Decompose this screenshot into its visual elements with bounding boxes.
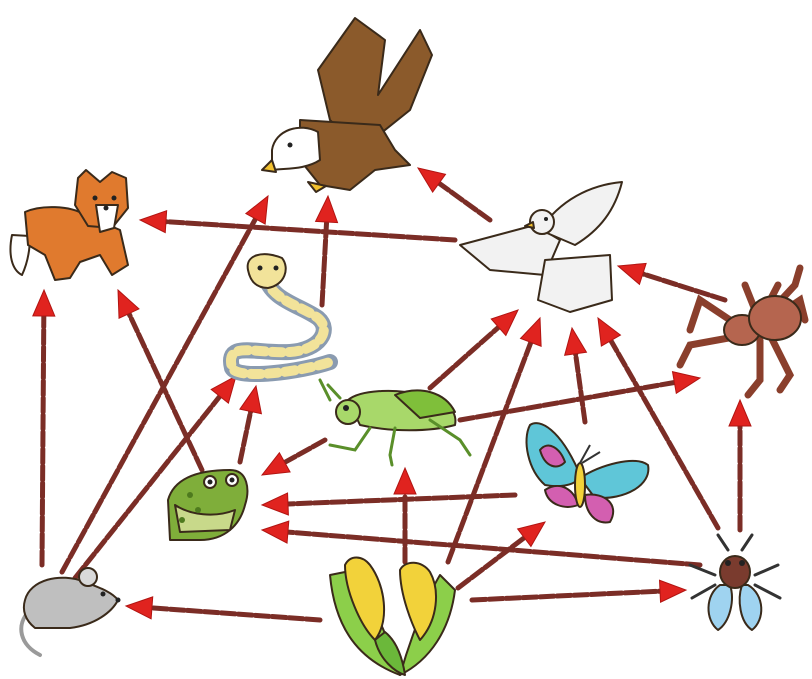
arrow-fly-to-frog — [262, 521, 700, 565]
arrow-grasshopper-to-frog — [262, 440, 325, 475]
dove-icon — [460, 182, 622, 312]
arrow-fly-to-spider — [729, 400, 751, 530]
butterfly-icon — [526, 423, 648, 522]
grasshopper-icon — [320, 380, 470, 465]
snake-icon — [231, 254, 330, 374]
arrow-mouse-to-fox — [33, 290, 55, 565]
fly-icon — [690, 535, 780, 630]
arrow-spider-to-dove — [618, 263, 725, 300]
arrow-dove-to-eagle — [418, 168, 490, 220]
arrow-corn-to-grasshopper — [394, 468, 416, 562]
arrow-dove-to-fox — [140, 211, 455, 240]
arrow-butterfly-to-frog — [262, 493, 515, 515]
eagle-icon — [262, 18, 432, 192]
mouse-icon — [21, 568, 120, 655]
arrow-corn-to-butterfly — [458, 522, 545, 588]
fox-icon — [10, 170, 128, 280]
arrow-corn-to-fly — [472, 580, 686, 602]
arrow-snake-to-eagle — [316, 196, 338, 305]
arrow-grasshopper-to-dove — [430, 310, 518, 388]
corn-icon — [330, 558, 455, 676]
spider-icon — [680, 268, 805, 395]
arrow-frog-to-snake — [240, 386, 262, 462]
frog-icon — [168, 470, 247, 540]
arrow-butterfly-to-dove — [565, 328, 587, 422]
arrow-corn-to-mouse — [126, 597, 320, 620]
